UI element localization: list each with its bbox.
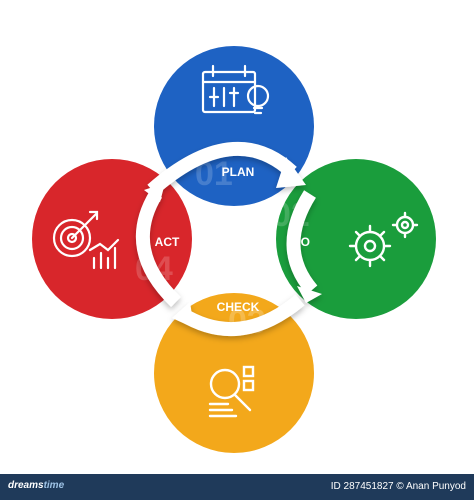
pdca-diagram: 01 02 03 04 PLAN DO CHECK ACT bbox=[32, 46, 436, 453]
calendar-lightbulb-icon bbox=[201, 64, 270, 115]
gears-icon bbox=[348, 211, 419, 268]
magnifier-checklist-icon bbox=[208, 365, 255, 418]
cycle-arrows bbox=[135, 141, 322, 337]
target-chart-icon bbox=[52, 210, 120, 270]
do-label: DO bbox=[292, 235, 310, 249]
plan-label: PLAN bbox=[222, 165, 255, 179]
act-label: ACT bbox=[155, 235, 180, 249]
watermark-logo: dreamstime bbox=[8, 480, 65, 491]
do-circle bbox=[276, 159, 436, 319]
image-credit: ID 287451827 © Anan Punyod bbox=[330, 481, 466, 492]
check-label: CHECK bbox=[217, 300, 260, 314]
footer-bar: dreamstime ID 287451827 © Anan Punyod bbox=[0, 474, 474, 500]
